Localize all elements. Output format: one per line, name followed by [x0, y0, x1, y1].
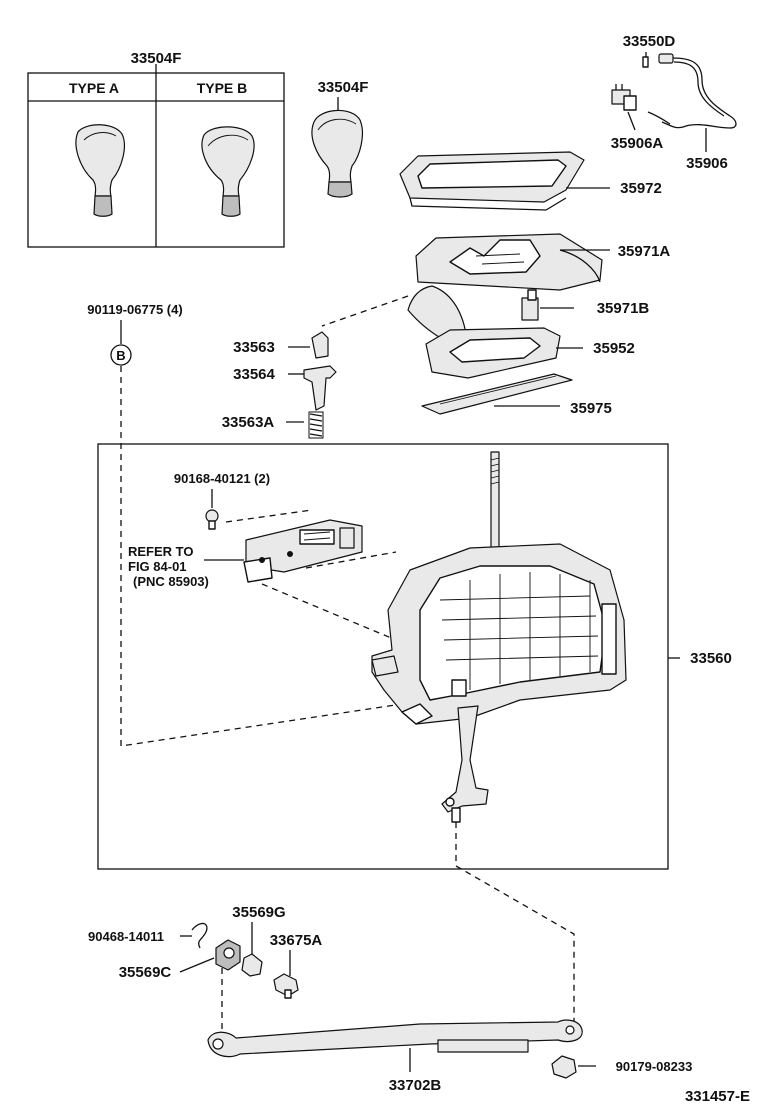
label-35975: 35975 [570, 400, 612, 417]
bushing-35569c: 35569C [119, 939, 241, 1030]
position-indicator-35971a: 35971A [407, 233, 671, 341]
refer-line-1: REFER TO [128, 544, 194, 559]
screw-90168: 90168-40121 (2) [174, 471, 313, 530]
shift-bezel-35972: 35972 [399, 151, 662, 211]
label-35972: 35972 [620, 180, 662, 197]
indicator-light-35971b: 35971B [521, 289, 650, 321]
label-33504f-single: 33504F [318, 79, 369, 96]
label-33702b: 33702B [389, 1077, 442, 1094]
label-35971a: 35971A [618, 243, 671, 260]
label-33560: 33560 [690, 650, 732, 667]
label-33563a: 33563A [222, 414, 275, 431]
label-33675a: 33675A [270, 932, 323, 949]
callout-b-letter: B [116, 348, 125, 363]
type-b-heading: TYPE B [197, 80, 248, 96]
label-33563: 33563 [233, 339, 275, 356]
refer-line-3: (PNC 85903) [133, 574, 209, 589]
label-35906: 35906 [686, 155, 728, 172]
label-35569g: 35569G [232, 904, 285, 921]
indicator-wire-assembly: 33550D 35906A 35906 [611, 33, 737, 172]
knob-type-box: 33504F TYPE A TYPE B [27, 50, 285, 248]
bolt-callout: 90119-06775 (4) B [87, 302, 403, 747]
label-35971b: 35971B [597, 300, 650, 317]
label-33564: 33564 [233, 366, 275, 383]
knob-box-title: 33504F [131, 50, 182, 67]
slide-plate-35952: 35952 [425, 327, 635, 379]
label-35952: 35952 [593, 340, 635, 357]
shift-lock-switch: REFER TO FIG 84-01 (PNC 85903) [128, 519, 397, 641]
detent-parts: 33563 33564 33563A [222, 331, 337, 439]
label-35569c: 35569C [119, 964, 172, 981]
shift-lever-assembly-box: 33560 [97, 443, 732, 870]
figure-number: 331457-E [685, 1088, 750, 1105]
label-90468: 90468-14011 [88, 929, 164, 944]
label-33550d: 33550D [623, 33, 676, 50]
bolt-33675a: 33675A [270, 932, 323, 999]
type-a-heading: TYPE A [69, 80, 119, 96]
shift-knob-type-b [201, 126, 255, 217]
shift-knob-single: 33504F [311, 79, 369, 198]
label-35906a: 35906A [611, 135, 664, 152]
dust-seal-35975: 35975 [421, 373, 612, 417]
shift-lever-housing [371, 451, 627, 1028]
clip-90468: 90468-14011 [88, 922, 208, 949]
spring-icon [308, 411, 324, 439]
nut-90179: 90179-08233 [551, 1055, 693, 1079]
label-90168: 90168-40121 (2) [174, 471, 270, 486]
label-90179: 90179-08233 [616, 1059, 693, 1074]
callout-b-circle [110, 344, 132, 366]
refer-line-2: FIG 84-01 [128, 559, 187, 574]
shift-knob-type-a [75, 124, 125, 217]
control-rod-33702b: 33702B [207, 1019, 583, 1094]
label-90119: 90119-06775 (4) [87, 302, 182, 317]
bulb-socket-35906a [611, 84, 637, 111]
bushing-35569g: 35569G [232, 904, 286, 977]
